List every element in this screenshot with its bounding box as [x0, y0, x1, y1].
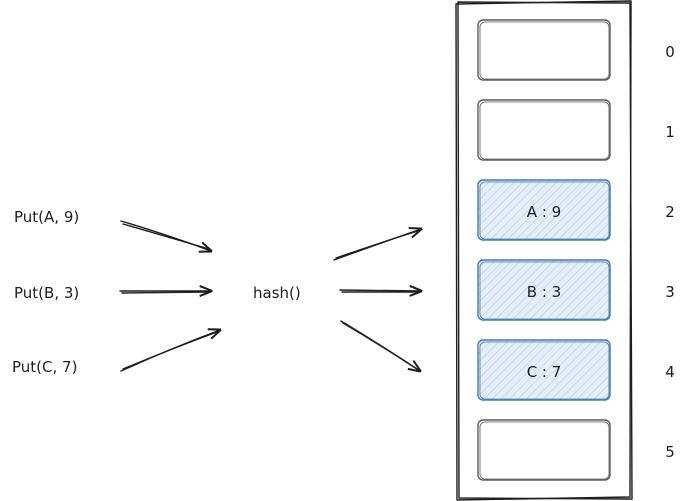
- arrow-put-b-to-hash: [119, 291, 211, 293]
- arrow-hash-to-slot-2: [333, 229, 421, 261]
- slot-0: [477, 19, 611, 81]
- put-label-c: Put(C, 7): [12, 358, 77, 376]
- slot-index-label: 3: [665, 283, 675, 301]
- slot-index-label: 4: [665, 363, 675, 381]
- slot-index-label: 2: [665, 203, 675, 221]
- bucket-array-container: [455, 0, 633, 501]
- arrow-put-c-to-hash: [120, 330, 220, 372]
- slot-index-label: 1: [665, 123, 675, 141]
- put-label-a: Put(A, 9): [14, 208, 79, 226]
- slot-index-label: 0: [665, 43, 675, 61]
- arrow-put-a-to-hash: [120, 220, 211, 251]
- slot-1: [477, 99, 611, 161]
- put-label-b: Put(B, 3): [14, 284, 79, 302]
- slot-5: [477, 419, 611, 481]
- slot-content: B : 3: [527, 283, 561, 301]
- slot-2: A : 9: [477, 179, 611, 241]
- arrow-hash-to-slot-3: [339, 290, 421, 292]
- hash-function-label: hash(): [253, 284, 301, 302]
- slot-content: C : 7: [527, 363, 562, 381]
- slot-index-label: 5: [665, 443, 675, 461]
- slot-4: C : 7: [477, 339, 611, 401]
- slot-3: B : 3: [477, 259, 611, 321]
- slot-content: A : 9: [527, 203, 561, 221]
- arrow-hash-to-slot-4: [340, 320, 420, 371]
